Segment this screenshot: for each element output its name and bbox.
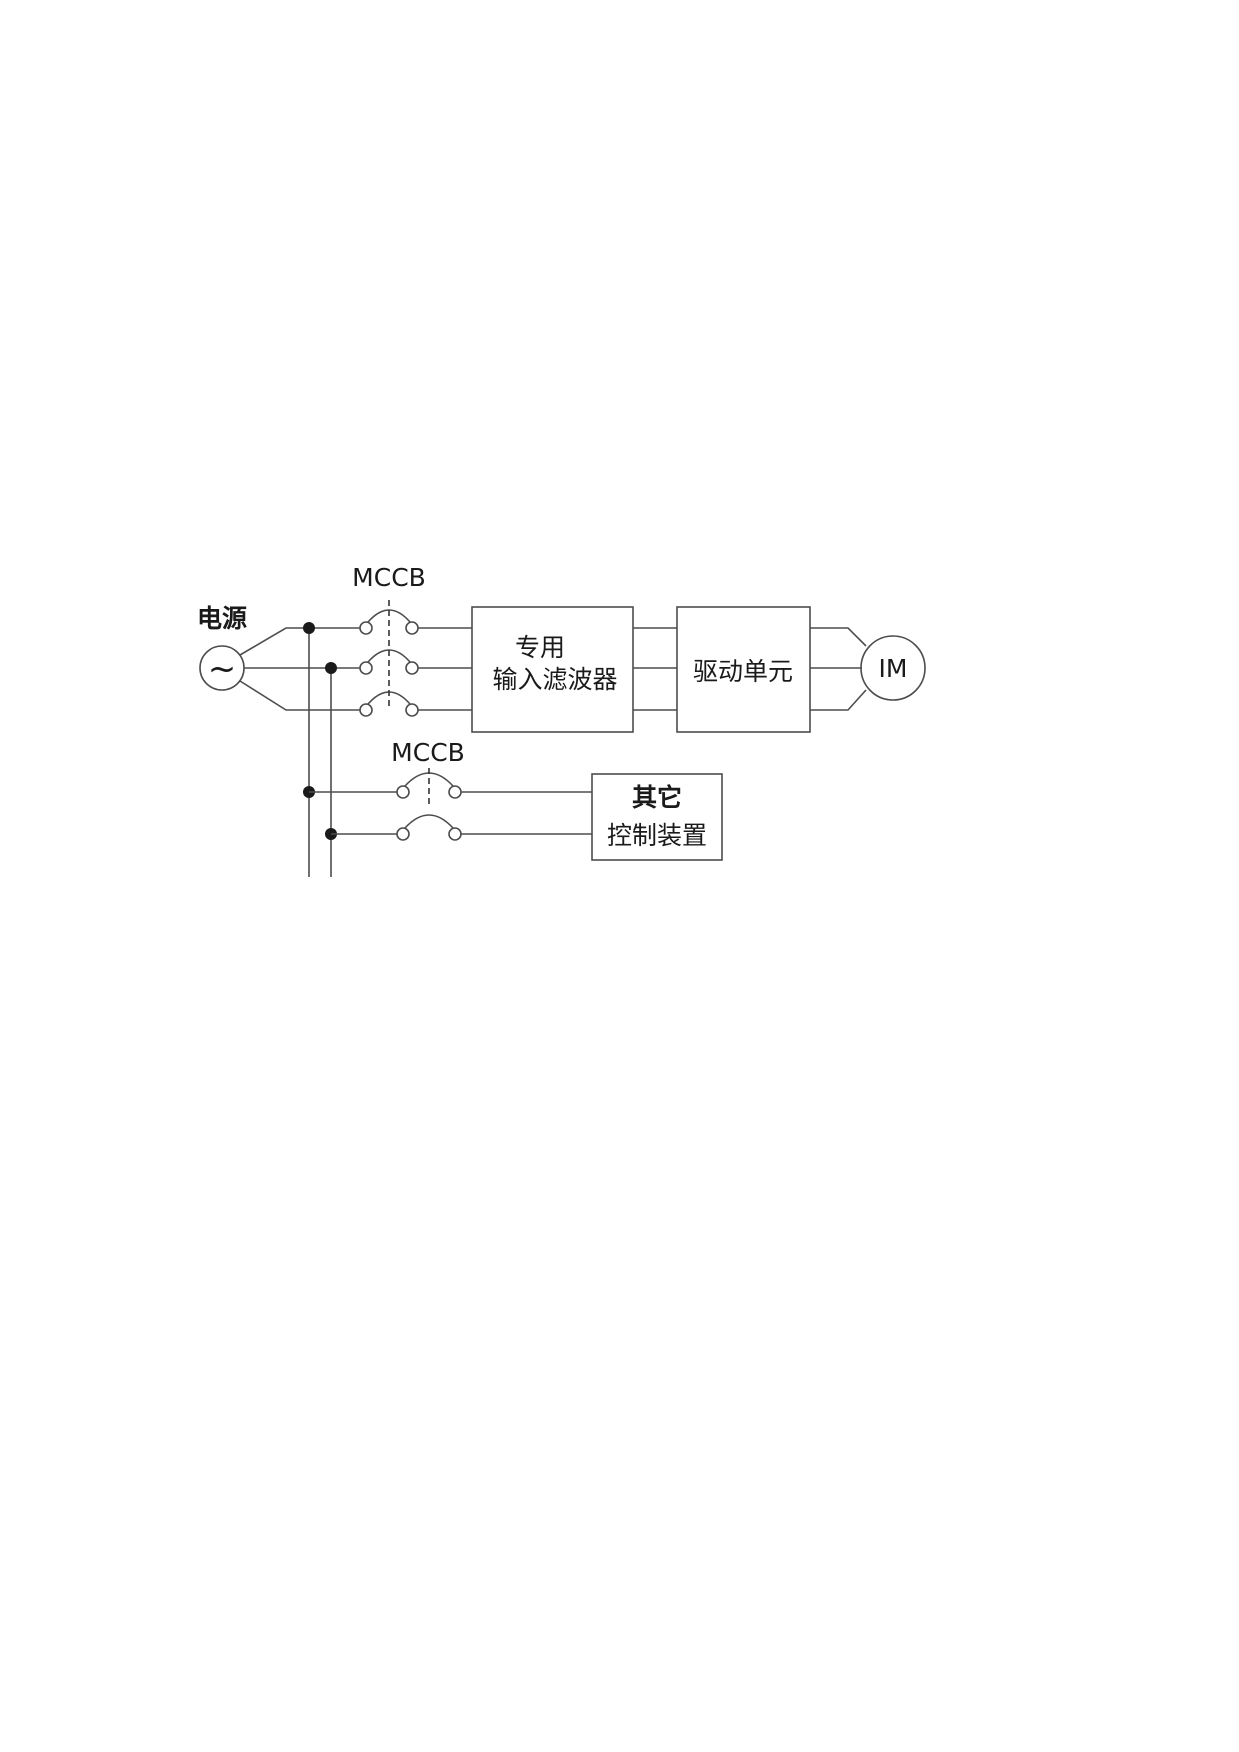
drive-to-motor-wires [810,627,867,711]
motor-label: IM [879,654,908,683]
mccb-top-breaker [359,600,419,717]
ac-source-tilde: ~ [208,649,237,689]
input-filter-label-line2: 输入滤波器 [492,665,617,694]
mccb-top-label: MCCB [352,563,426,592]
drive-unit-box [676,606,811,733]
other-control-label-line1: 其它 [632,783,682,812]
drive-unit-label: 驱动单元 [693,657,793,686]
input-filter-label-line1: 专用 [515,633,565,662]
source-wires [239,627,366,711]
junction-dot [303,622,315,634]
other-control-box [591,773,723,861]
mccb-bottom-output-wires [461,791,592,835]
input-filter-box [471,606,634,733]
bus-lines [308,628,332,877]
filter-to-drive-wires [633,627,677,711]
mccb-bottom-breaker [396,768,462,841]
other-control-label-line2: 控制装置 [607,821,707,850]
motor-symbol [860,635,926,701]
junction-dot [325,662,337,674]
mccb-bottom-label: MCCB [391,738,465,767]
mccb-top-output-wires [418,627,472,711]
bus-to-mccb-bottom-wires [309,791,397,835]
power-label: 电源 [197,604,247,633]
ac-source-symbol: ~ [199,645,245,691]
